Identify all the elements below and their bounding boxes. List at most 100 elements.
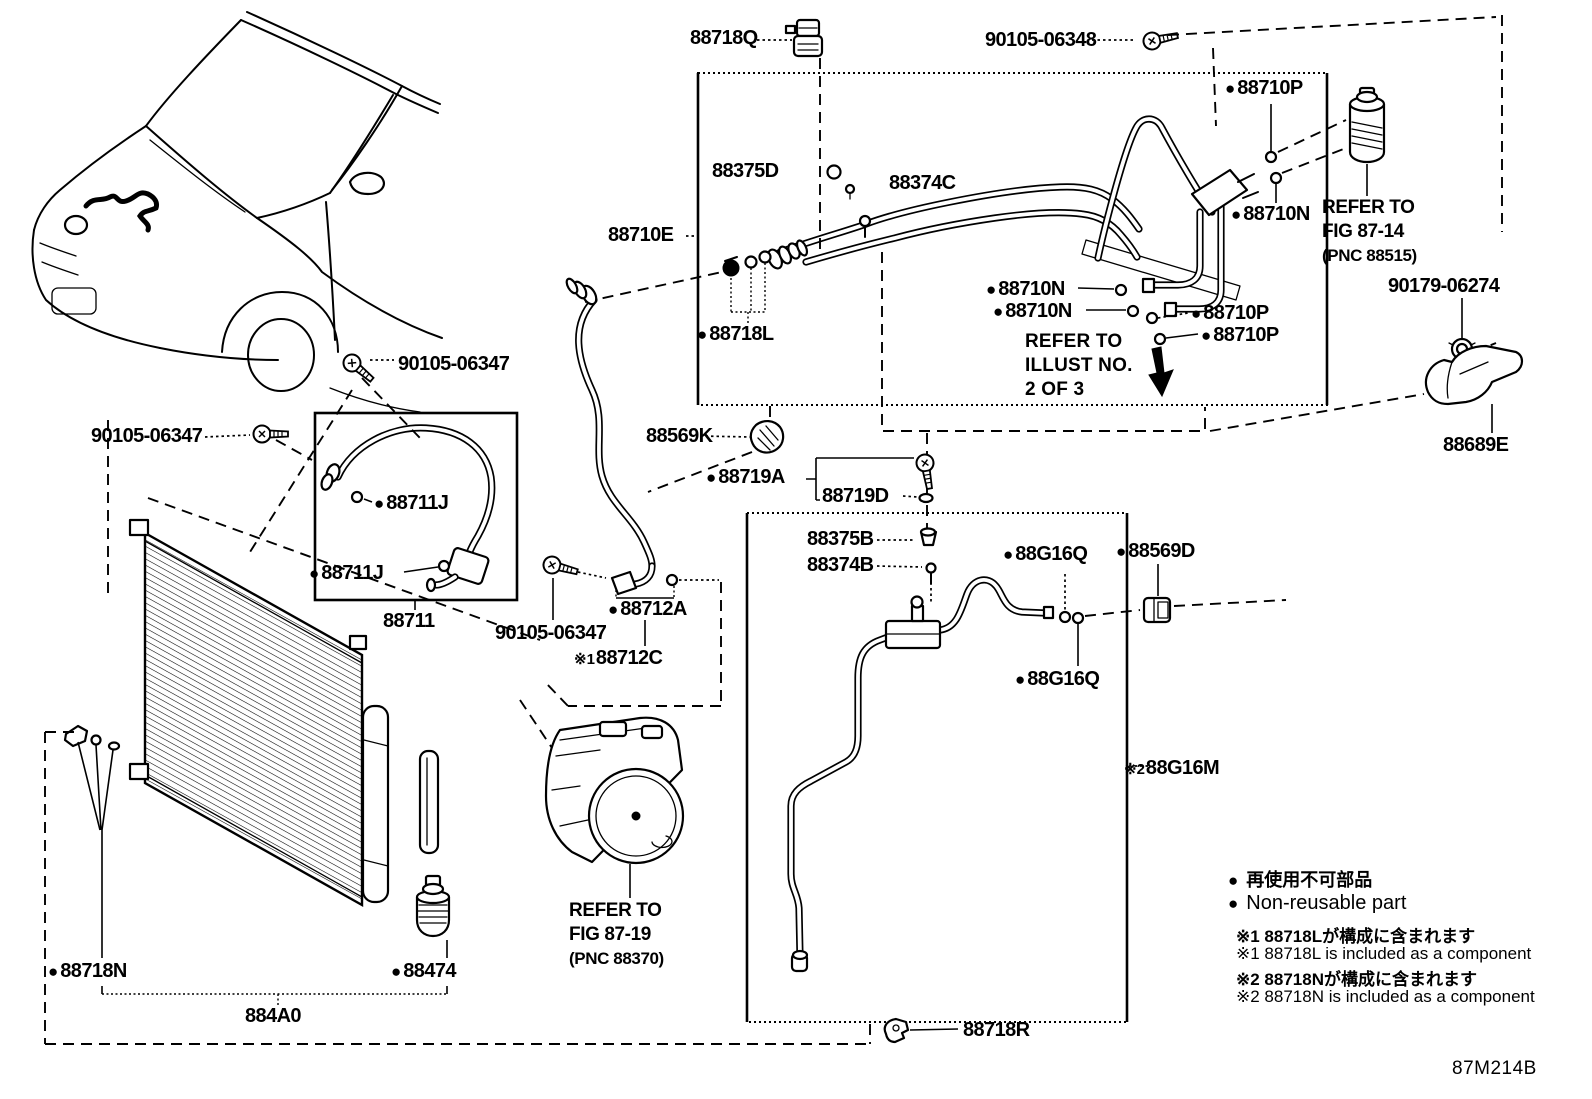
non-reusable-icon: ●	[1231, 205, 1242, 224]
non-reusable-icon: ●	[706, 468, 717, 487]
oring-88G16Q	[1071, 611, 1085, 625]
non-reusable-icon: ●	[1228, 894, 1239, 913]
part-label-88G16M: ※288G16M	[1124, 757, 1220, 779]
oring-88710N	[1269, 171, 1283, 185]
junction-screw	[858, 214, 872, 238]
condenser-leader-lines	[44, 389, 868, 1045]
non-reusable-icon: ●	[1191, 304, 1202, 323]
part-label-88711J-1: ●88711J	[374, 492, 449, 514]
pipe-end-cap	[1163, 301, 1178, 318]
oring-88711J	[437, 559, 451, 573]
non-reusable-icon: ●	[1015, 670, 1026, 689]
part-label-88710N-1: ●88710N	[1231, 203, 1310, 225]
part-label-884A0: 884A0	[245, 1005, 302, 1027]
part-label-88710P-2: ●88710P	[1191, 302, 1269, 324]
part-label-90105-06347-1: 90105-06347	[398, 353, 510, 375]
part-label-88719A: ●88719A	[706, 466, 785, 488]
condenser-assembly-884A0	[63, 518, 451, 938]
compressor-refer-87-19	[544, 716, 685, 898]
bolt-88719D-icon	[914, 452, 939, 492]
non-reusable-icon: ●	[1225, 79, 1236, 98]
legend-note2-jp: ※2 88718Nが構成に含まれます	[1236, 970, 1477, 989]
non-reusable-icon: ●	[391, 962, 402, 981]
clamp-88718L	[722, 250, 772, 277]
legend-note2-en: ※2 88718N is included as a component	[1236, 987, 1535, 1006]
bolts-near-88711	[204, 350, 421, 461]
oring-88710N	[1114, 283, 1128, 297]
connector-88718Q	[784, 18, 824, 58]
part-label-88569K: 88569K	[646, 425, 713, 447]
pipe-fitting	[767, 239, 809, 270]
bolt-90105-06347-icon	[252, 424, 289, 444]
receiver-tube	[361, 704, 390, 904]
filter-part-refer-87-14	[1348, 86, 1386, 196]
non-reusable-icon: ●	[697, 325, 708, 344]
legend-non-reusable-jp: ●再使用不可部品	[1228, 870, 1373, 890]
pipe-end	[1042, 605, 1055, 620]
part-label-90105-06348: 90105-06348	[985, 29, 1097, 51]
bolt-90105-06347-icon	[339, 350, 379, 388]
part-label-90105-06347-3: 90105-06347	[495, 622, 607, 644]
oring-88710P	[1153, 332, 1167, 346]
condenser-bracket	[348, 634, 368, 651]
non-reusable-icon: ●	[608, 600, 619, 619]
part-label-88G16Q-2: ●88G16Q	[1015, 668, 1100, 690]
clamp-88569K	[647, 406, 785, 493]
legend-non-reusable-en: ●Non-reusable part	[1228, 892, 1407, 914]
part-label-88710E: 88710E	[608, 224, 674, 246]
non-reusable-icon: ●	[1003, 545, 1014, 564]
refer-note-fig-87-14: REFER TO FIG 87-14 (PNC 88515)	[1322, 197, 1417, 265]
oring-88710P	[1264, 150, 1278, 164]
part-label-88718Q: 88718Q	[690, 27, 758, 49]
part-label-88710N-2: ●88710N	[986, 278, 1065, 300]
part-label-88711J-2: ●88711J	[309, 562, 384, 584]
condenser-seal-strip	[418, 749, 440, 855]
diagram-code: 87M214B	[1452, 1058, 1537, 1079]
note-ref-icon: ※1	[574, 651, 595, 668]
condenser-bracket	[128, 762, 150, 781]
part-label-88710N-3: ●88710N	[993, 300, 1072, 322]
part-label-88718R: 88718R	[963, 1019, 1030, 1041]
oring-88712A	[665, 573, 679, 587]
part-label-90179-06274: 90179-06274	[1388, 275, 1500, 297]
part-label-88719D: 88719D	[822, 485, 889, 507]
clip-88718N-parts	[63, 724, 121, 751]
pipe-end-cap	[1141, 277, 1156, 294]
clip-88718R	[869, 1017, 959, 1044]
refer-note-fig-87-19: REFER TO FIG 87-19 (PNC 88370)	[569, 900, 664, 968]
bracket-88719	[806, 452, 939, 504]
grommet-88375D	[826, 164, 842, 180]
part-label-88374C: 88374C	[889, 172, 956, 194]
legend-note1-jp: ※1 88718Lが構成に含まれます	[1236, 927, 1476, 946]
hose-flange	[610, 570, 638, 596]
note-ref-icon: ※2	[1124, 761, 1145, 778]
suction-hose-88712C	[519, 277, 722, 749]
non-reusable-icon: ●	[374, 494, 385, 513]
part-label-88712A: ●88712A	[608, 598, 687, 620]
part-label-88712C: ※188712C	[574, 647, 663, 669]
part-label-88718N: ●88718N	[48, 960, 127, 982]
clamp-88569D	[1084, 564, 1287, 767]
drier-cartridge-88474	[415, 874, 451, 938]
oring-88711J	[350, 490, 364, 504]
part-label-88689E: 88689E	[1443, 434, 1509, 456]
non-reusable-icon: ●	[48, 962, 59, 981]
bolt-90105-06348-icon	[1140, 26, 1181, 53]
hose-box-88711	[313, 411, 519, 610]
liquid-pipe-box-88G16M	[745, 512, 1129, 1023]
discharge-suction-pipe-box-88710E	[696, 72, 1329, 406]
oring-88710N	[1126, 304, 1140, 318]
non-reusable-icon: ●	[1116, 542, 1127, 561]
oring-88G16Q	[1058, 610, 1072, 624]
condenser-bracket	[128, 518, 150, 537]
clamp-88689E	[1424, 344, 1524, 433]
oring-88710P	[1145, 311, 1159, 325]
non-reusable-icon: ●	[1201, 326, 1212, 345]
condenser-core	[143, 530, 364, 908]
screw-88374B	[925, 562, 937, 585]
part-label-88375B: 88375B	[807, 528, 874, 550]
bolt-90105-06347-icon	[540, 553, 581, 581]
cooler-pipe-tubes	[776, 115, 1225, 313]
